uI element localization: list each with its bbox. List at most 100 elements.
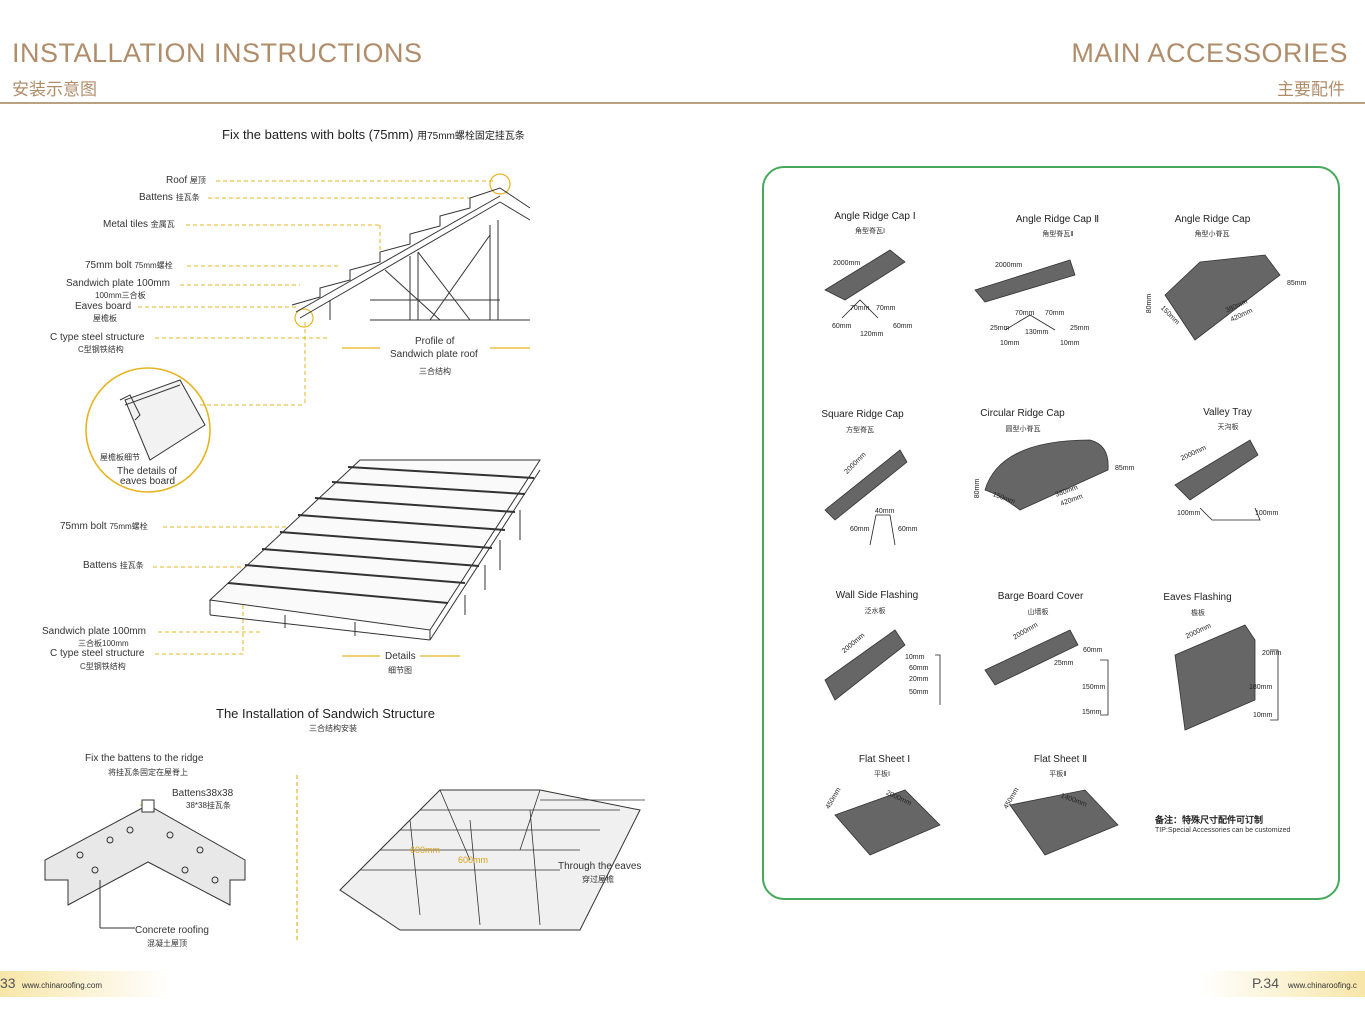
left-header-subtitle: 安装示意图 bbox=[12, 80, 97, 99]
profile-caption: Profile of bbox=[415, 336, 455, 347]
acc-9-dim-a: 20mm bbox=[1262, 650, 1282, 657]
left-page-number: 33 bbox=[0, 975, 16, 991]
top-diagram-title: Fix the battens with bolts (75mm) 用75mm螺… bbox=[222, 127, 525, 142]
label-roof: Roof 屋顶 bbox=[166, 175, 206, 186]
eaves-detail-zh: 屋檐板细节 bbox=[100, 453, 140, 462]
acc-8-name: Barge Board Cover bbox=[997, 591, 1084, 602]
acc-5-zh: 圆型小脊瓦 bbox=[1005, 426, 1041, 433]
ridge-title-zh: 将挂瓦条固定在屋脊上 bbox=[108, 768, 188, 777]
eaves-detail-caption: The details of bbox=[117, 466, 178, 477]
acc-1-dim-e: 60mm bbox=[893, 323, 913, 330]
acc-2-dim-d: 130mm bbox=[1025, 329, 1049, 336]
acc-9-name: Eaves Flashing bbox=[1163, 592, 1232, 603]
battens-size-label: Battens38x38 bbox=[172, 788, 234, 799]
acc-2-dim-b: 70mm bbox=[1045, 310, 1065, 317]
acc-2-dim-length: 2000mm bbox=[995, 262, 1023, 269]
acc-1-zh: 角型脊瓦Ⅰ bbox=[854, 228, 886, 235]
acc-8-dim-d: 15mm bbox=[1082, 709, 1102, 716]
label-metal-tiles: Metal tiles 金属瓦 bbox=[103, 219, 175, 230]
acc-11-zh: 平板Ⅱ bbox=[1049, 771, 1067, 778]
acc-1-dim-c: 60mm bbox=[832, 323, 852, 330]
mid-label-sandwich: Sandwich plate 100mm bbox=[42, 626, 146, 637]
acc-1-dim-a: 70mm bbox=[850, 305, 870, 312]
acc-2-zh: 角型脊瓦Ⅱ bbox=[1042, 231, 1074, 238]
label-battens: Battens 挂瓦条 bbox=[139, 192, 200, 203]
right-footer-bar bbox=[1200, 971, 1365, 997]
note-zh: 备注：特殊尺寸配件可订制 bbox=[1155, 815, 1264, 825]
details-caption: Details bbox=[385, 651, 416, 662]
acc-6-zh: 天沟板 bbox=[1217, 424, 1239, 431]
concrete-label-zh: 混凝土屋顶 bbox=[147, 939, 187, 948]
eaves-through-label: Through the eaves bbox=[558, 861, 642, 872]
acc-3-dim-height: 80mm bbox=[1146, 293, 1154, 314]
acc-1-name: Angle Ridge Cap Ⅰ bbox=[834, 211, 916, 222]
mid-label-battens: Battens 挂瓦条 bbox=[83, 560, 144, 571]
acc-7-name: Wall Side Flashing bbox=[835, 590, 919, 601]
mid-label-bolt: 75mm bolt 75mm螺栓 bbox=[60, 521, 148, 532]
acc-4-zh: 方型脊瓦 bbox=[846, 427, 874, 434]
right-header-subtitle: 主要配件 bbox=[1277, 80, 1345, 99]
acc-4-dim-a: 40mm bbox=[875, 508, 895, 515]
acc-4-dim-b: 60mm bbox=[850, 526, 870, 533]
acc-8-dim-a: 60mm bbox=[1083, 647, 1103, 654]
right-page-number: P.34 bbox=[1252, 975, 1279, 991]
right-footer-site: www.chinaroofing.c bbox=[1288, 981, 1357, 990]
acc-1-dim-length: 2000mm bbox=[833, 260, 861, 267]
acc-7-dim-c: 20mm bbox=[909, 676, 929, 683]
acc-2-dim-c: 25mm bbox=[990, 325, 1010, 332]
header-divider bbox=[0, 102, 1365, 104]
acc-3-zh: 角型小脊瓦 bbox=[1194, 231, 1230, 238]
acc-2-dim-g: 10mm bbox=[1060, 340, 1080, 347]
acc-9-dim-c: 10mm bbox=[1253, 712, 1273, 719]
mid-label-sandwich-zh: 三合板100mm bbox=[78, 639, 129, 648]
acc-8-zh: 山墙板 bbox=[1027, 609, 1049, 616]
label-eaves-board-zh: 屋檐板 bbox=[93, 314, 117, 323]
note-en: TIP:Special Accessories can be customize… bbox=[1155, 827, 1291, 834]
left-footer-site: www.chinaroofing.com bbox=[22, 981, 103, 990]
dim-600-1: 600mm bbox=[410, 845, 441, 855]
acc-5-dim-d: 85mm bbox=[1115, 465, 1135, 472]
details-caption-zh: 细节图 bbox=[388, 666, 412, 675]
dim-600-2: 600mm bbox=[458, 855, 489, 865]
eaves-detail-caption-2: eaves board bbox=[120, 476, 176, 487]
acc-5-name: Circular Ridge Cap bbox=[980, 408, 1065, 419]
acc-2-dim-f: 10mm bbox=[1000, 340, 1020, 347]
label-sandwich-plate: Sandwich plate 100mm bbox=[66, 278, 170, 289]
acc-8-dim-c: 150mm bbox=[1082, 684, 1106, 691]
acc-7-dim-d: 50mm bbox=[909, 689, 929, 696]
acc-8-dim-b: 25mm bbox=[1054, 660, 1074, 667]
concrete-label: Concrete roofing bbox=[135, 925, 209, 936]
acc-9-dim-b: 180mm bbox=[1249, 684, 1273, 691]
battens-size-label-zh: 38*38挂瓦条 bbox=[186, 801, 231, 810]
acc-4-dim-c: 60mm bbox=[898, 526, 918, 533]
sandwich-install-title-zh: 三合结构安装 bbox=[309, 724, 357, 733]
acc-10-zh: 平板Ⅰ bbox=[873, 771, 891, 778]
label-ctype-steel-zh: C型钢铁结构 bbox=[78, 345, 124, 354]
label-eaves-board: Eaves board bbox=[75, 301, 132, 312]
sandwich-install-title: The Installation of Sandwich Structure bbox=[216, 706, 435, 721]
acc-10-name: Flat Sheet Ⅰ bbox=[858, 754, 911, 765]
ridge-title: Fix the battens to the ridge bbox=[85, 753, 204, 764]
acc-9-zh: 檐板 bbox=[1191, 610, 1205, 617]
acc-6-name: Valley Tray bbox=[1203, 407, 1252, 418]
left-footer-bar bbox=[0, 971, 170, 997]
acc-7-zh: 泛水板 bbox=[864, 608, 886, 615]
left-header-title: INSTALLATION INSTRUCTIONS bbox=[12, 38, 423, 68]
right-header-title: MAIN ACCESSORIES bbox=[1071, 38, 1348, 68]
profile-caption-zh: 三合结构 bbox=[419, 367, 451, 376]
acc-11-name: Flat Sheet Ⅱ bbox=[1033, 754, 1088, 765]
label-ctype-steel: C type steel structure bbox=[50, 332, 145, 343]
mid-label-ctype: C type steel structure bbox=[50, 648, 145, 659]
profile-caption-2: Sandwich plate roof bbox=[390, 349, 478, 360]
acc-1-dim-b: 70mm bbox=[876, 305, 896, 312]
acc-2-dim-a: 70mm bbox=[1015, 310, 1035, 317]
acc-6-dim-a: 100mm bbox=[1177, 510, 1201, 517]
accessories-panel bbox=[762, 166, 1340, 900]
acc-5-dim-height: 80mm bbox=[974, 478, 982, 499]
acc-6-dim-b: 100mm bbox=[1255, 510, 1279, 517]
acc-3-dim-d: 85mm bbox=[1287, 280, 1307, 287]
acc-3-name: Angle Ridge Cap bbox=[1174, 214, 1251, 225]
acc-7-dim-b: 60mm bbox=[909, 665, 929, 672]
